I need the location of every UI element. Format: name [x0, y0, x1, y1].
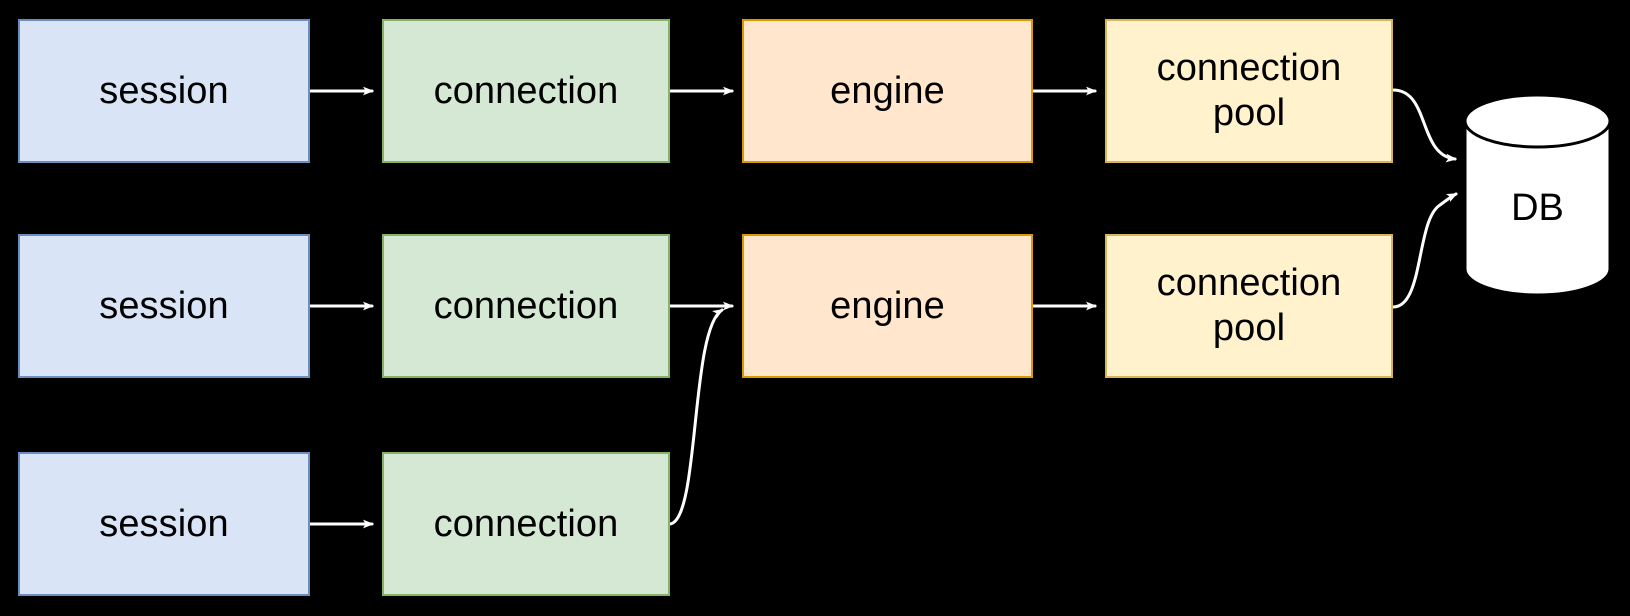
node-label: engine	[830, 69, 945, 114]
node-session-2[interactable]: session	[18, 234, 310, 378]
db-label: DB	[1465, 121, 1610, 295]
node-label: connection	[434, 502, 619, 547]
edge-e-pool2-db	[1393, 194, 1456, 307]
node-label: connection pool	[1157, 261, 1342, 351]
node-pool-2[interactable]: connection pool	[1105, 234, 1393, 378]
node-pool-1[interactable]: connection pool	[1105, 19, 1393, 163]
node-connection-2[interactable]: connection	[382, 234, 670, 378]
node-session-1[interactable]: session	[18, 19, 310, 163]
node-engine-2[interactable]: engine	[742, 234, 1033, 378]
node-connection-1[interactable]: connection	[382, 19, 670, 163]
node-label: engine	[830, 284, 945, 329]
node-connection-3[interactable]: connection	[382, 452, 670, 596]
node-label: session	[99, 502, 229, 547]
node-label: connection	[434, 69, 619, 114]
node-label: connection	[434, 284, 619, 329]
node-label: session	[99, 69, 229, 114]
edge-e-pool1-db	[1393, 90, 1455, 159]
node-session-3[interactable]: session	[18, 452, 310, 596]
node-label: connection pool	[1157, 46, 1342, 136]
edge-e-connection3-engine2	[670, 310, 722, 524]
node-label: session	[99, 284, 229, 329]
node-engine-1[interactable]: engine	[742, 19, 1033, 163]
